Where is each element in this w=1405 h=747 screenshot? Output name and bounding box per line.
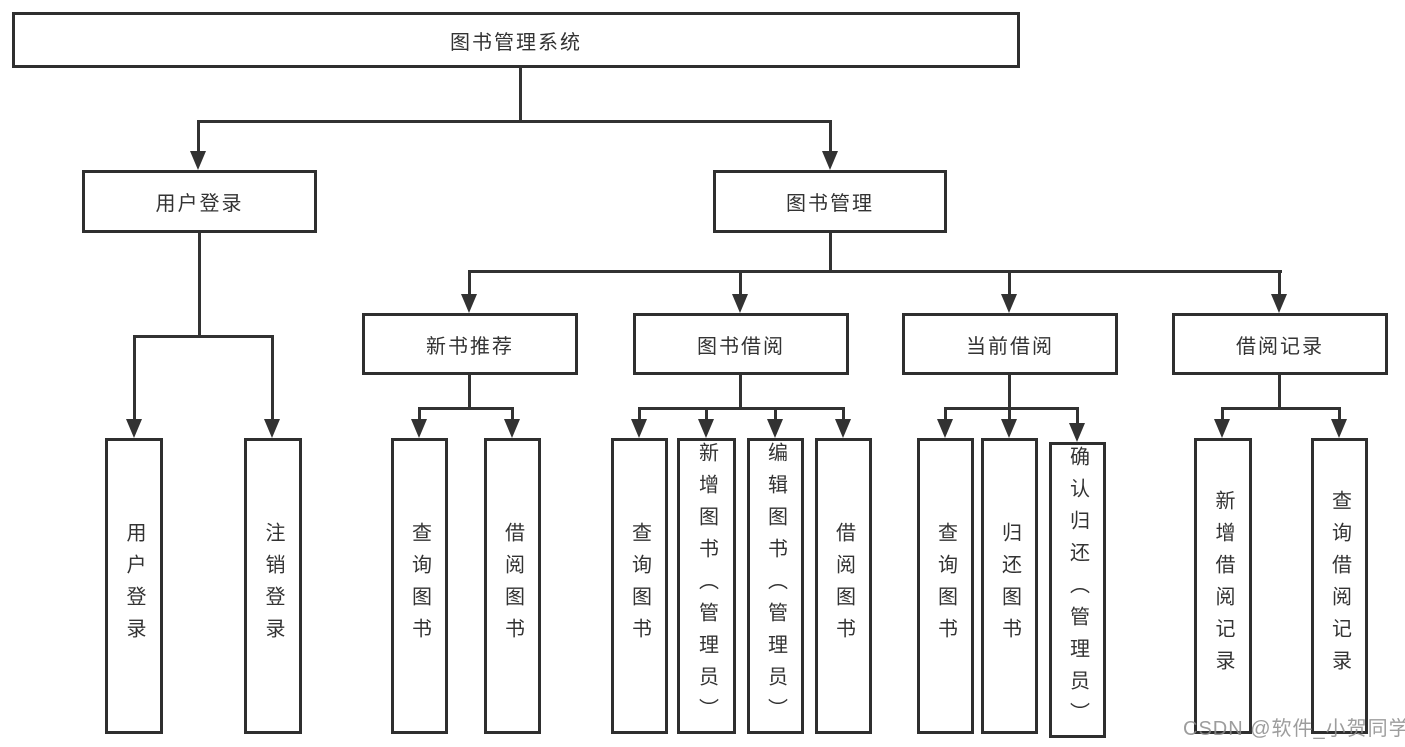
leaf-return-book-label: 归还图书 <box>998 522 1021 650</box>
arrow-down-icon <box>126 419 142 438</box>
leaf-query-books-recommend-label: 查询图书 <box>408 522 431 650</box>
connector-drop-book-management <box>829 120 832 153</box>
node-current-borrow-label: 当前借阅 <box>966 335 1054 358</box>
connector-drop-leaf <box>1221 407 1224 421</box>
leaf-add-borrow-record: 新增借阅记录 <box>1194 438 1252 734</box>
node-library-system-label: 图书管理系统 <box>450 31 582 54</box>
node-borrow-records: 借阅记录 <box>1172 313 1388 375</box>
connector-drop-leaf <box>1008 407 1011 421</box>
watermark: CSDN @软件_小贺同学 <box>1183 718 1405 740</box>
node-book-management: 图书管理 <box>713 170 947 233</box>
connector-drop-leaf <box>418 407 421 421</box>
connector-userlogin-stub <box>198 233 201 335</box>
leaf-borrow-books-recommend-label: 借阅图书 <box>501 522 524 650</box>
node-new-book-recommend-label: 新书推荐 <box>426 335 514 358</box>
node-book-management-label: 图书管理 <box>786 193 874 215</box>
arrow-down-icon <box>1331 419 1347 438</box>
leaf-return-book: 归还图书 <box>981 438 1038 734</box>
leaf-query-books-current: 查询图书 <box>917 438 974 734</box>
arrow-down-icon <box>822 151 838 170</box>
arrow-down-icon <box>1001 419 1017 438</box>
leaf-query-books-recommend: 查询图书 <box>391 438 448 734</box>
connector-drop-leaf <box>271 335 274 420</box>
connector-drop-leaf <box>133 335 136 420</box>
arrow-down-icon <box>937 419 953 438</box>
connector-borrow-bar <box>638 407 845 410</box>
arrow-down-icon <box>504 419 520 438</box>
connector-records-stub <box>1278 375 1281 407</box>
arrow-down-icon <box>732 294 748 313</box>
leaf-edit-book-admin-label: 编辑图书（管理员） <box>764 442 787 730</box>
leaf-query-books-borrow: 查询图书 <box>611 438 668 734</box>
connector-drop-leaf <box>774 407 777 421</box>
connector-root-stub <box>519 67 522 120</box>
arrow-down-icon <box>411 419 427 438</box>
node-borrow-records-label: 借阅记录 <box>1236 335 1324 358</box>
connector-drop-user-login <box>197 120 200 153</box>
arrow-down-icon <box>698 419 714 438</box>
leaf-user-login-label: 用户登录 <box>123 522 145 650</box>
node-library-system: 图书管理系统 <box>12 12 1020 68</box>
leaf-edit-book-admin: 编辑图书（管理员） <box>747 438 804 734</box>
node-book-borrow-label: 图书借阅 <box>697 335 785 358</box>
leaf-borrow-books-recommend: 借阅图书 <box>484 438 541 734</box>
connector-drop-leaf <box>705 407 708 421</box>
connector-drop-l3 <box>739 270 742 296</box>
connector-drop-leaf <box>842 407 845 421</box>
leaf-borrow-books: 借阅图书 <box>815 438 872 734</box>
arrow-down-icon <box>835 419 851 438</box>
leaf-query-books-current-label: 查询图书 <box>934 522 957 650</box>
connector-drop-leaf <box>1338 407 1341 421</box>
arrow-down-icon <box>1214 419 1230 438</box>
leaf-add-borrow-record-label: 新增借阅记录 <box>1212 490 1234 682</box>
connector-recommend-stub <box>468 375 471 407</box>
connector-drop-l3 <box>468 270 471 296</box>
connector-borrow-stub <box>739 375 742 407</box>
connector-bookmgmt-bar <box>469 270 1282 273</box>
leaf-confirm-return-admin: 确认归还（管理员） <box>1049 442 1106 738</box>
node-user-login-label: 用户登录 <box>155 193 244 215</box>
node-book-borrow: 图书借阅 <box>633 313 849 375</box>
leaf-logout: 注销登录 <box>244 438 302 734</box>
node-user-login: 用户登录 <box>82 170 317 233</box>
connector-recommend-bar <box>418 407 514 410</box>
leaf-query-borrow-record: 查询借阅记录 <box>1311 438 1368 734</box>
connector-drop-leaf <box>1076 407 1079 425</box>
connector-current-bar <box>944 407 1079 410</box>
arrow-down-icon <box>461 294 477 313</box>
arrow-down-icon <box>1271 294 1287 313</box>
leaf-add-book-admin-label: 新增图书（管理员） <box>695 442 718 730</box>
connector-root-bar <box>197 120 831 123</box>
arrow-down-icon <box>190 151 206 170</box>
arrow-down-icon <box>264 419 280 438</box>
leaf-confirm-return-admin-label: 确认归还（管理员） <box>1066 446 1089 734</box>
connector-userlogin-bar <box>133 335 274 338</box>
arrow-down-icon <box>1069 423 1085 442</box>
leaf-query-books-borrow-label: 查询图书 <box>628 522 651 650</box>
arrow-down-icon <box>631 419 647 438</box>
leaf-logout-label: 注销登录 <box>262 522 284 650</box>
connector-drop-l3 <box>1008 270 1011 296</box>
leaf-user-login: 用户登录 <box>105 438 163 734</box>
connector-records-bar <box>1221 407 1341 410</box>
connector-bookmgmt-stub <box>829 233 832 270</box>
connector-drop-leaf <box>511 407 514 421</box>
arrow-down-icon <box>1001 294 1017 313</box>
node-current-borrow: 当前借阅 <box>902 313 1118 375</box>
connector-drop-l3 <box>1278 270 1281 296</box>
connector-current-stub <box>1008 375 1011 407</box>
connector-drop-leaf <box>944 407 947 421</box>
leaf-borrow-books-label: 借阅图书 <box>832 522 855 650</box>
leaf-add-book-admin: 新增图书（管理员） <box>677 438 736 734</box>
arrow-down-icon <box>767 419 783 438</box>
node-new-book-recommend: 新书推荐 <box>362 313 578 375</box>
connector-drop-leaf <box>638 407 641 421</box>
leaf-query-borrow-record-label: 查询借阅记录 <box>1328 490 1351 682</box>
